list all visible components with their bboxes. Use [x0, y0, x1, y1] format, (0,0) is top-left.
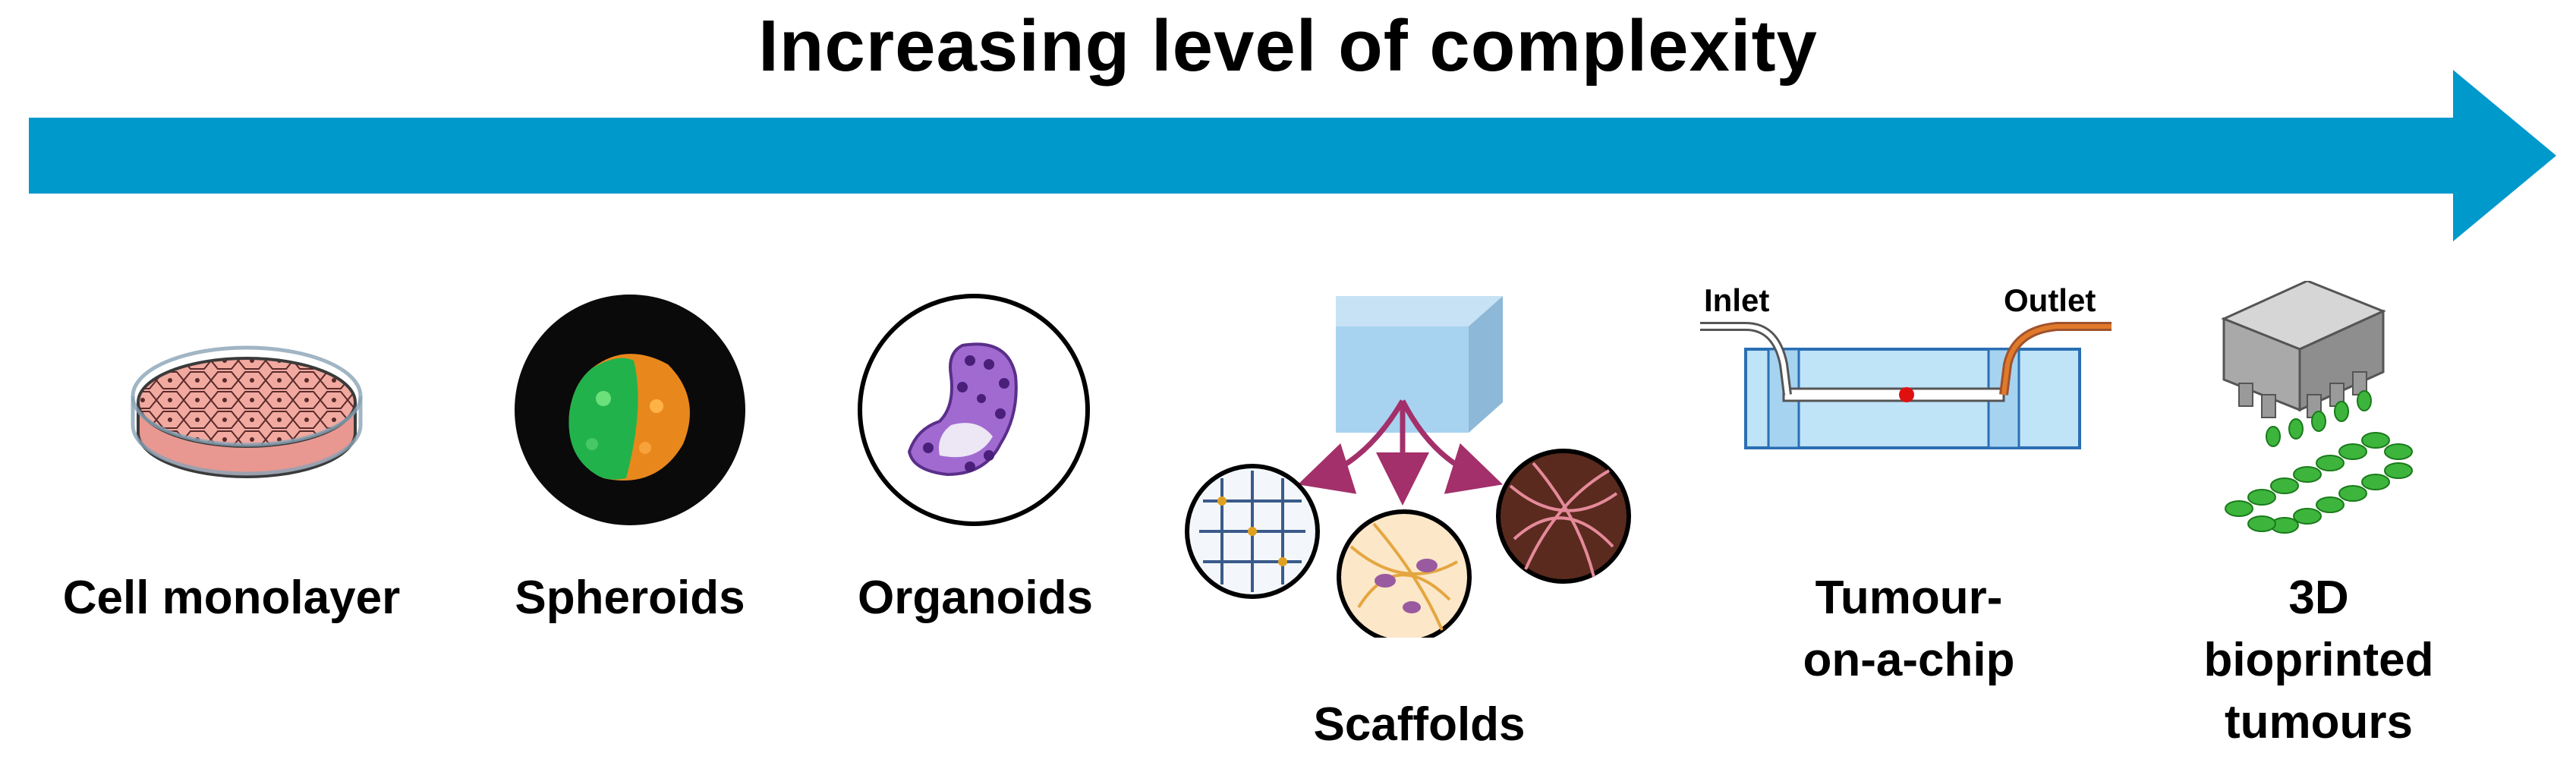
scaffold-cube-icon: [1185, 296, 1631, 638]
label-tumour-on-a-chip-line2: on-a-chip: [1803, 634, 2015, 686]
label-spheroids: Spheroids: [515, 572, 745, 624]
label-tumour-on-a-chip-line1: Tumour-: [1815, 572, 2003, 624]
label-bioprinted-line3: tumours: [2225, 696, 2413, 748]
label-cell-monolayer: Cell monolayer: [62, 572, 401, 624]
spheroid-micrograph-icon: [515, 295, 745, 525]
inlet-label: Inlet: [1704, 282, 1770, 318]
microfluidic-chip-icon: [1700, 322, 2112, 449]
bioprinter-icon: [2221, 281, 2413, 534]
complexity-arrow: [29, 70, 2556, 241]
diagram-title: Increasing level of complexity: [758, 5, 1818, 87]
label-bioprinted-line1: 3D: [2288, 572, 2349, 624]
label-scaffolds: Scaffolds: [1313, 698, 1526, 751]
organoid-micrograph-icon: [858, 294, 1090, 526]
outlet-label: Outlet: [2004, 282, 2096, 318]
label-bioprinted-line2: bioprinted: [2203, 634, 2434, 686]
petri-dish-cells-icon: [131, 345, 363, 478]
label-organoids: Organoids: [857, 572, 1094, 624]
